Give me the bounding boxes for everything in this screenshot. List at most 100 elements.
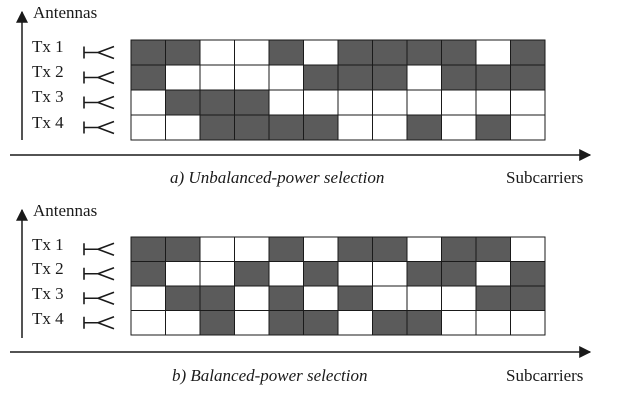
subcarrier-cell-a-4-4 — [234, 114, 270, 141]
subcarrier-cell-a-3-4 — [234, 89, 270, 116]
subcarrier-cell-b-1-8 — [372, 236, 408, 262]
row-label-b-1: Tx 1 — [32, 235, 64, 254]
antenna-icon — [83, 45, 115, 60]
subcarrier-cell-a-2-4 — [234, 64, 270, 91]
subcarrier-cell-b-1-9 — [406, 236, 442, 262]
subcarrier-cell-b-2-8 — [372, 261, 408, 287]
subcarrier-cell-b-2-10 — [441, 261, 477, 287]
subcarrier-cell-b-4-11 — [475, 310, 511, 336]
antenna-icon — [83, 291, 115, 305]
subcarrier-cell-a-2-2 — [165, 64, 201, 91]
subcarrier-cell-b-3-11 — [475, 285, 511, 311]
subcarrier-cell-b-2-9 — [406, 261, 442, 287]
subcarrier-cell-b-1-10 — [441, 236, 477, 262]
subcarrier-cell-a-2-5 — [268, 64, 304, 91]
subcarrier-cell-b-3-10 — [441, 285, 477, 311]
subcarrier-cell-a-1-8 — [372, 39, 408, 66]
subcarrier-cell-a-1-9 — [406, 39, 442, 66]
subcarrier-cell-b-4-7 — [337, 310, 373, 336]
subcarrier-cell-a-4-2 — [165, 114, 201, 141]
subcarrier-cell-b-4-3 — [199, 310, 235, 336]
subcarrier-cell-b-2-5 — [268, 261, 304, 287]
subcarrier-cell-a-4-7 — [337, 114, 373, 141]
row-label-b-2: Tx 2 — [32, 259, 64, 278]
subcarrier-cell-a-4-6 — [303, 114, 339, 141]
y-axis-label-b: Antennas — [33, 201, 97, 220]
subcarrier-cell-b-2-11 — [475, 261, 511, 287]
subcarrier-cell-a-2-1 — [130, 64, 166, 91]
panel-a: Antennas Subcarriers a) Unbalanced-power… — [10, 3, 592, 187]
subcarrier-cell-a-3-3 — [199, 89, 235, 116]
antenna-icon — [83, 120, 115, 135]
antenna-icon — [83, 70, 115, 85]
subcarrier-cell-b-4-2 — [165, 310, 201, 336]
subcarrier-cell-a-1-11 — [475, 39, 511, 66]
subcarrier-cell-b-2-6 — [303, 261, 339, 287]
antenna-icon — [83, 267, 115, 281]
y-axis-label-a: Antennas — [33, 3, 97, 22]
subcarrier-cell-b-3-7 — [337, 285, 373, 311]
row-label-b-4: Tx 4 — [32, 309, 64, 328]
subcarrier-cell-b-2-4 — [234, 261, 270, 287]
subcarrier-cell-a-1-4 — [234, 39, 270, 66]
row-label-a-4: Tx 4 — [32, 113, 64, 132]
caption-a: a) Unbalanced-power selection — [170, 168, 384, 187]
subcarrier-cell-b-4-1 — [130, 310, 166, 336]
subcarrier-cell-b-2-7 — [337, 261, 373, 287]
subcarrier-cell-b-3-9 — [406, 285, 442, 311]
subcarrier-cell-b-1-2 — [165, 236, 201, 262]
subcarrier-cell-a-2-9 — [406, 64, 442, 91]
subcarrier-cell-b-4-8 — [372, 310, 408, 336]
subcarrier-cell-a-4-5 — [268, 114, 304, 141]
subcarrier-cell-a-3-2 — [165, 89, 201, 116]
panel-b: Antennas Subcarriers b) Balanced-power s… — [10, 201, 592, 385]
subcarrier-grid-a — [130, 39, 546, 141]
subcarrier-cell-a-4-1 — [130, 114, 166, 141]
subcarrier-cell-b-4-4 — [234, 310, 270, 336]
antenna-icons-b — [83, 242, 115, 330]
subcarrier-cell-b-2-3 — [199, 261, 235, 287]
subcarrier-cell-a-1-1 — [130, 39, 166, 66]
subcarrier-cell-a-3-12 — [510, 89, 546, 116]
subcarrier-cell-a-1-6 — [303, 39, 339, 66]
subcarrier-cell-b-2-2 — [165, 261, 201, 287]
subcarrier-cell-a-2-6 — [303, 64, 339, 91]
subcarrier-cell-b-3-8 — [372, 285, 408, 311]
subcarrier-cell-b-4-12 — [510, 310, 546, 336]
x-axis-label-b: Subcarriers — [506, 366, 583, 385]
subcarrier-cell-b-1-12 — [510, 236, 546, 262]
subcarrier-cell-b-3-12 — [510, 285, 546, 311]
subcarrier-cell-a-4-12 — [510, 114, 546, 141]
x-axis-label-a: Subcarriers — [506, 168, 583, 187]
subcarrier-cell-b-1-6 — [303, 236, 339, 262]
subcarrier-grid-b — [130, 236, 546, 336]
subcarrier-cell-b-3-1 — [130, 285, 166, 311]
subcarrier-cell-a-1-5 — [268, 39, 304, 66]
subcarrier-cell-a-3-7 — [337, 89, 373, 116]
subcarrier-cell-a-1-10 — [441, 39, 477, 66]
subcarrier-cell-b-3-4 — [234, 285, 270, 311]
subcarrier-cell-a-2-7 — [337, 64, 373, 91]
subcarrier-cell-b-3-3 — [199, 285, 235, 311]
subcarrier-cell-a-2-11 — [475, 64, 511, 91]
subcarrier-cell-a-3-6 — [303, 89, 339, 116]
subcarrier-cell-a-3-8 — [372, 89, 408, 116]
subcarrier-cell-a-4-9 — [406, 114, 442, 141]
subcarrier-cell-a-3-1 — [130, 89, 166, 116]
subcarrier-cell-b-1-3 — [199, 236, 235, 262]
subcarrier-cell-b-3-2 — [165, 285, 201, 311]
subcarrier-cell-b-1-7 — [337, 236, 373, 262]
subcarrier-cell-b-2-12 — [510, 261, 546, 287]
subcarrier-cell-b-3-6 — [303, 285, 339, 311]
row-label-b-3: Tx 3 — [32, 284, 64, 303]
subcarrier-cell-a-1-3 — [199, 39, 235, 66]
subcarrier-cell-a-3-9 — [406, 89, 442, 116]
subcarrier-cell-a-1-2 — [165, 39, 201, 66]
subcarrier-cell-b-2-1 — [130, 261, 166, 287]
antenna-icons-a — [83, 45, 115, 135]
subcarrier-cell-b-1-1 — [130, 236, 166, 262]
subcarrier-cell-a-3-10 — [441, 89, 477, 116]
subcarrier-cell-a-1-12 — [510, 39, 546, 66]
